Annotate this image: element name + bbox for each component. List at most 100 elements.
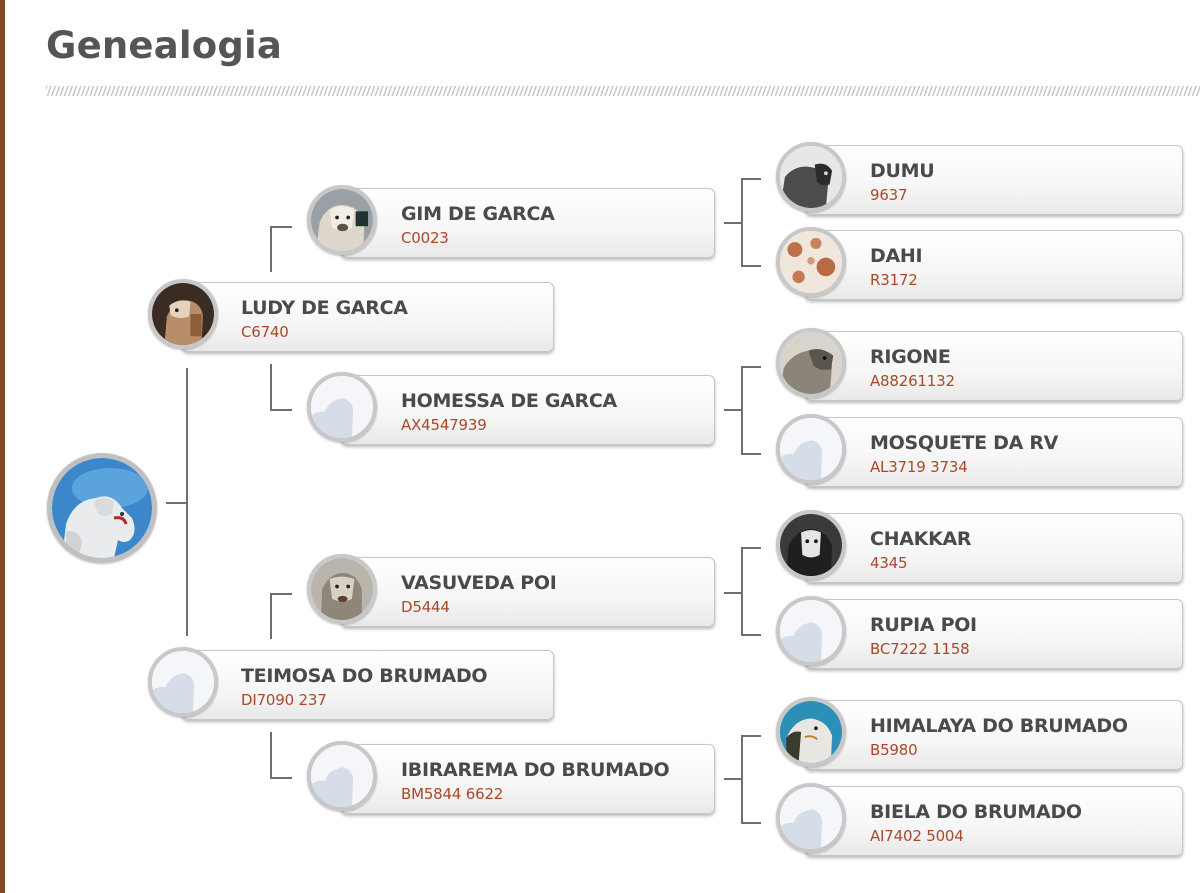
connector-line xyxy=(741,453,761,455)
connector-line xyxy=(724,592,742,594)
placeholder-silhouette-icon xyxy=(152,651,214,713)
bull-photo-icon xyxy=(152,283,214,345)
placeholder-silhouette-icon xyxy=(780,418,842,480)
animal-name: HOMESSA DE GARCA xyxy=(401,390,617,412)
connector-line xyxy=(270,593,272,639)
pedigree-card-great-grandparent[interactable]: DAHI R3172 xyxy=(805,230,1183,300)
connector-line xyxy=(270,732,272,778)
registration-code: AX4547939 xyxy=(401,416,487,434)
animal-photo[interactable] xyxy=(307,372,377,442)
pedigree-card-dam[interactable]: TEIMOSA DO BRUMADO DI7090 237 xyxy=(182,650,554,720)
placeholder-silhouette-icon xyxy=(311,376,373,438)
bull-photo-icon xyxy=(311,558,373,620)
registration-code: C0023 xyxy=(401,229,449,247)
left-accent-border xyxy=(0,0,5,893)
bull-photo-icon xyxy=(780,146,842,208)
registration-code: AI7402 5004 xyxy=(870,827,964,845)
pedigree-card-great-grandparent[interactable]: MOSQUETE DA RV AL3719 3734 xyxy=(805,417,1183,487)
registration-code: C6740 xyxy=(241,323,289,341)
animal-name: RUPIA POI xyxy=(870,614,977,636)
connector-line xyxy=(270,226,292,228)
placeholder-silhouette-icon xyxy=(311,745,373,807)
animal-name: GIM DE GARCA xyxy=(401,203,555,225)
connector-line xyxy=(166,502,186,504)
registration-code: R3172 xyxy=(870,271,918,289)
connector-line xyxy=(741,735,761,737)
animal-name: RIGONE xyxy=(870,346,951,368)
bull-photo-icon xyxy=(780,514,842,576)
pedigree-card-great-grandparent[interactable]: RUPIA POI BC7222 1158 xyxy=(805,599,1183,669)
animal-photo[interactable] xyxy=(307,185,377,255)
animal-photo[interactable] xyxy=(148,279,218,349)
animal-name: DAHI xyxy=(870,245,923,267)
registration-code: BM5844 6622 xyxy=(401,785,504,803)
connector-line xyxy=(270,777,292,779)
pedigree-card-great-grandparent[interactable]: DUMU 9637 xyxy=(805,145,1183,215)
pedigree-card-maternal-granddam[interactable]: IBIRAREMA DO BRUMADO BM5844 6622 xyxy=(341,744,715,814)
animal-name: CHAKKAR xyxy=(870,528,972,550)
animal-photo[interactable] xyxy=(307,554,377,624)
bull-photo-icon xyxy=(780,332,842,394)
animal-photo[interactable] xyxy=(148,647,218,717)
registration-code: DI7090 237 xyxy=(241,691,327,709)
subject-photo[interactable] xyxy=(47,453,157,563)
animal-photo[interactable] xyxy=(776,783,846,853)
pedigree-card-maternal-grandsire[interactable]: VASUVEDA POI D5444 xyxy=(341,557,715,627)
animal-name: IBIRAREMA DO BRUMADO xyxy=(401,759,670,781)
connector-line xyxy=(270,409,292,411)
registration-code: A88261132 xyxy=(870,372,955,390)
animal-name: MOSQUETE DA RV xyxy=(870,432,1059,454)
cow-photo-icon xyxy=(780,231,842,293)
registration-code: BC7222 1158 xyxy=(870,640,970,658)
white-nelore-bull-photo-icon xyxy=(52,458,152,558)
pedigree-card-sire[interactable]: LUDY DE GARCA C6740 xyxy=(182,282,554,352)
connector-line xyxy=(741,178,761,180)
animal-name: LUDY DE GARCA xyxy=(241,297,408,319)
registration-code: D5444 xyxy=(401,598,450,616)
connector-line xyxy=(741,366,761,368)
pedigree-card-paternal-granddam[interactable]: HOMESSA DE GARCA AX4547939 xyxy=(341,375,715,445)
animal-photo[interactable] xyxy=(776,142,846,212)
animal-name: HIMALAYA DO BRUMADO xyxy=(870,715,1128,737)
pedigree-card-great-grandparent[interactable]: CHAKKAR 4345 xyxy=(805,513,1183,583)
pedigree-card-great-grandparent[interactable]: BIELA DO BRUMADO AI7402 5004 xyxy=(805,786,1183,856)
connector-line xyxy=(270,226,272,272)
title-underline-hatch xyxy=(46,86,1200,96)
placeholder-silhouette-icon xyxy=(780,600,842,662)
animal-name: TEIMOSA DO BRUMADO xyxy=(241,665,488,687)
bull-photo-icon xyxy=(311,189,373,251)
registration-code: AL3719 3734 xyxy=(870,458,968,476)
animal-photo[interactable] xyxy=(776,227,846,297)
connector-line xyxy=(741,265,761,267)
bull-photo-icon xyxy=(780,701,842,763)
animal-photo[interactable] xyxy=(776,596,846,666)
placeholder-silhouette-icon xyxy=(780,787,842,849)
animal-name: VASUVEDA POI xyxy=(401,572,557,594)
connector-line xyxy=(741,366,743,454)
animal-photo[interactable] xyxy=(776,414,846,484)
page-title: Genealogia xyxy=(46,24,283,67)
connector-line xyxy=(741,547,743,635)
connector-line xyxy=(741,822,761,824)
connector-line xyxy=(741,735,743,823)
animal-photo[interactable] xyxy=(776,697,846,767)
connector-line xyxy=(741,547,761,549)
connector-line xyxy=(186,368,188,636)
registration-code: B5980 xyxy=(870,741,918,759)
connector-line xyxy=(724,778,742,780)
pedigree-card-great-grandparent[interactable]: HIMALAYA DO BRUMADO B5980 xyxy=(805,700,1183,770)
connector-line xyxy=(724,222,742,224)
animal-photo[interactable] xyxy=(776,328,846,398)
animal-name: DUMU xyxy=(870,160,935,182)
animal-name: BIELA DO BRUMADO xyxy=(870,801,1082,823)
registration-code: 4345 xyxy=(870,554,908,572)
pedigree-card-great-grandparent[interactable]: RIGONE A88261132 xyxy=(805,331,1183,401)
animal-photo[interactable] xyxy=(307,741,377,811)
connector-line xyxy=(741,634,761,636)
registration-code: 9637 xyxy=(870,186,908,204)
connector-line xyxy=(270,364,272,410)
connector-line xyxy=(741,178,743,266)
pedigree-card-paternal-grandsire[interactable]: GIM DE GARCA C0023 xyxy=(341,188,715,258)
animal-photo[interactable] xyxy=(776,510,846,580)
connector-line xyxy=(270,593,292,595)
